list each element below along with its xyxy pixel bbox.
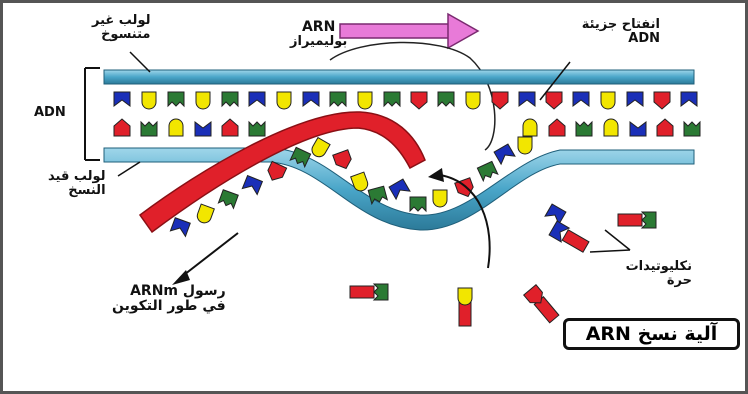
bottom-nucleotide: [549, 119, 565, 136]
top-nucleotide: [330, 92, 346, 106]
top-nucleotide: [519, 92, 535, 106]
rna-nucleotide: [368, 186, 387, 204]
bottom-nucleotide: [249, 122, 265, 136]
top-nucleotide: [466, 92, 480, 109]
bottom-nucleotide: [523, 119, 537, 136]
top-nucleotide: [601, 92, 615, 109]
top-nucleotide: [168, 92, 184, 106]
free-nucleotide: [524, 285, 561, 324]
rna-nucleotide: [433, 190, 447, 207]
free-nucleotide: [458, 288, 472, 326]
bottom-nucleotide: [195, 122, 211, 136]
top-nucleotide: [546, 92, 562, 109]
top-nucleotide: [196, 92, 210, 109]
bottom-nucleotide: [141, 122, 157, 136]
free-nucleotide-base: [374, 284, 388, 300]
top-nucleotide: [303, 92, 319, 106]
top-nucleotide: [249, 92, 265, 106]
pointer-untranscribed: [130, 52, 150, 72]
label-untranscribed-strand: لولب غير متنسوخ: [92, 14, 150, 43]
label-messenger-arn: رسول ARNm في طور التكوين: [112, 284, 226, 315]
bottom-nucleotide: [604, 119, 618, 136]
top-nucleotide: [222, 92, 238, 106]
label-adn: ADN: [34, 106, 66, 120]
bottom-nucleotide: [630, 122, 646, 136]
bottom-nucleotide: [169, 119, 183, 136]
rna-nucleotide: [494, 144, 515, 164]
bottom-nucleotide: [222, 119, 238, 136]
rna-nucleotide: [170, 218, 190, 237]
bottom-nucleotide: [657, 119, 673, 136]
rna-nucleotide: [309, 138, 330, 160]
pointer-free-nucleotides: [605, 230, 630, 250]
top-nucleotide: [627, 92, 643, 106]
rna-nucleotide: [333, 150, 354, 171]
free-nucleotides-group: [350, 212, 656, 326]
top-nucleotide: [411, 92, 427, 109]
rna-nucleotide: [218, 190, 238, 209]
mrna-direction-line: [180, 233, 238, 278]
rna-nucleotide: [195, 204, 214, 225]
free-nucleotide: [549, 221, 590, 254]
adn-bracket: [85, 68, 100, 160]
rna-nucleotide: [265, 161, 287, 183]
top-nucleotide: [681, 92, 697, 106]
rna-nucleotide: [242, 176, 262, 195]
rna-nucleotide: [389, 179, 410, 199]
label-arn-polymerase: ARN بوليميراز: [290, 20, 347, 50]
incoming-arrowhead: [428, 168, 444, 182]
top-nucleotide: [654, 92, 670, 109]
rna-nucleotide: [545, 204, 566, 224]
bottom-nucleotide: [576, 122, 592, 136]
label-adn-opening: انفتاح جزيئة ADN: [540, 18, 660, 47]
untranscribed-strand: [104, 70, 694, 84]
top-nucleotide: [438, 92, 454, 106]
free-nucleotide: [350, 284, 388, 300]
top-nucleotide: [277, 92, 291, 109]
bottom-nucleotide: [114, 119, 130, 136]
title-text: آلية نسخ ARN: [586, 323, 718, 345]
rna-nucleotide: [518, 137, 532, 154]
title-box: آلية نسخ ARN: [563, 318, 740, 350]
rna-nucleotide: [410, 197, 426, 211]
top-nucleotide: [384, 92, 400, 106]
label-transcribed-strand: لولب قيد النسخ: [48, 170, 106, 199]
top-nucleotide: [142, 92, 156, 109]
top-nucleotide: [114, 92, 130, 106]
free-nucleotide-base: [458, 288, 472, 305]
rna-nucleotide: [477, 161, 497, 180]
top-nucleotide: [573, 92, 589, 106]
pointer-transcribed: [118, 162, 140, 176]
bottom-nucleotide: [684, 122, 700, 136]
free-nucleotide-base: [642, 212, 656, 228]
top-nucleotide-row: [114, 92, 697, 109]
label-free-nucleotides: نكليوتيدات حرة: [612, 260, 692, 289]
pointer-free-nucleotides-2: [590, 250, 630, 252]
top-nucleotide: [358, 92, 372, 109]
free-nucleotide: [618, 212, 656, 228]
